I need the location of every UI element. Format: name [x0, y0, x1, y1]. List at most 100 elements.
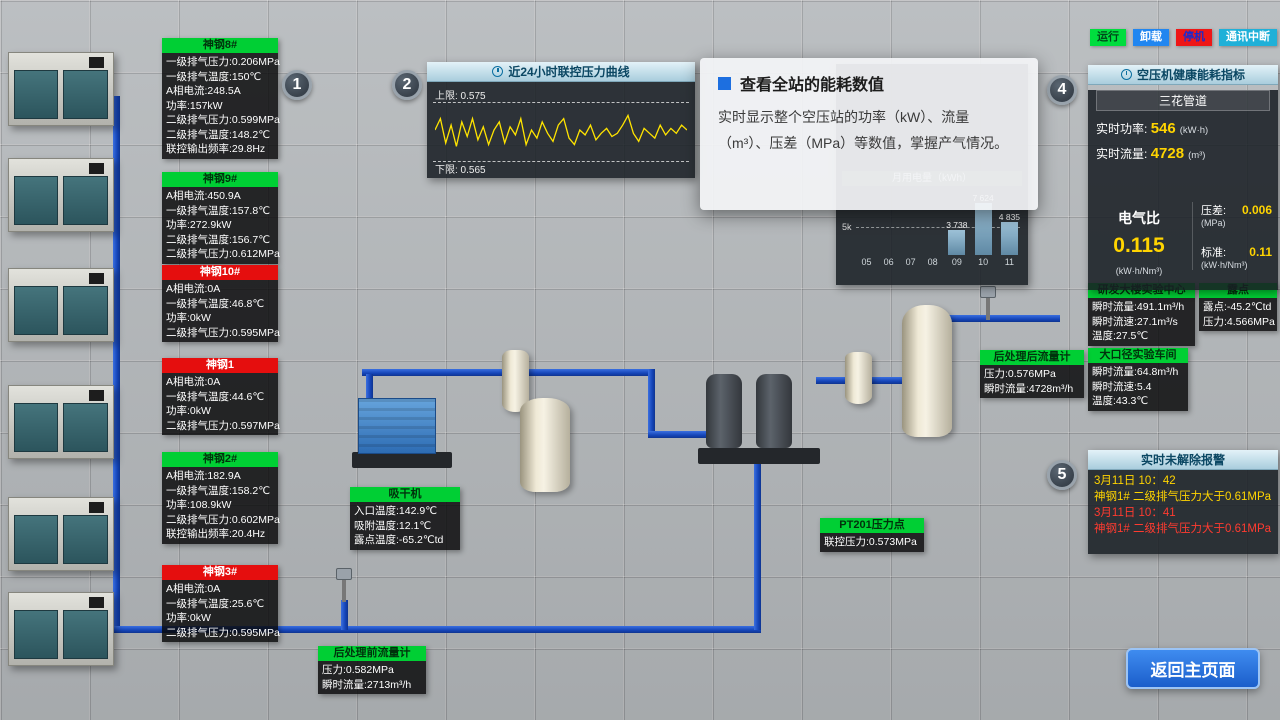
ytick-5k: 5k [842, 222, 852, 232]
ratio-unit: (kW·h/Nm³) [1115, 266, 1163, 276]
vent-icon [88, 163, 104, 175]
legend-通讯中断[interactable]: 通讯中断 [1219, 29, 1277, 46]
dryer-base [352, 452, 452, 468]
panel-title[interactable]: 神钢1 [162, 358, 278, 373]
flow-metric: 露点:-45.2℃td [1203, 301, 1272, 313]
pressure-transmitter-icon [980, 286, 996, 320]
compressor-metric: 一级排气温度:157.8℃ [166, 204, 270, 217]
compressor-metric: 一级排气压力:0.206MPa [166, 56, 280, 68]
panel-title[interactable]: 神钢3# [162, 565, 278, 580]
std-value: 0.11 [1249, 245, 1272, 259]
flow-metric: 瞬时流速:5.4 [1092, 380, 1152, 393]
bar-month-08: 08 [927, 257, 938, 267]
compressor-unit[interactable] [8, 52, 114, 126]
twin-tower-dryer[interactable] [706, 374, 792, 448]
panel-title[interactable]: 神钢2# [162, 452, 278, 467]
clock-icon [1120, 69, 1132, 80]
alarm-panel: 实时未解除报警 3月11日 10：42 神钢1# 二级排气压力大于0.61MPa 3… [1088, 450, 1278, 554]
bar-month-06: 06 [883, 257, 894, 267]
compressor-metric: 一级排气温度:150℃ [166, 70, 262, 83]
alarm-entry[interactable]: 3月11日 10：42 [1094, 475, 1176, 487]
std-label: 标准: [1201, 247, 1227, 259]
flow-value: 4728 [1150, 145, 1185, 162]
alarm-entry[interactable]: 3月11日 10：41 [1094, 507, 1176, 519]
compressor-metric: A相电流:0A [166, 376, 221, 388]
flow-metric: 瞬时流速:27.1m³/s [1092, 315, 1178, 328]
return-home-button[interactable]: 返回主页面 [1126, 648, 1260, 689]
panel-title[interactable]: 神钢9# [162, 172, 278, 187]
lower-limit-label: 下限: 0.565 [435, 165, 486, 176]
panel-title[interactable]: 神钢8# [162, 38, 278, 53]
twin-tower-base [698, 448, 820, 464]
compressor-metric: 功率:0kW [166, 612, 211, 624]
compressor-unit[interactable] [8, 158, 114, 232]
panel-title[interactable]: 神钢10# [162, 265, 278, 280]
compressor-metric: 联控输出频率:29.8Hz [166, 143, 266, 155]
pressure-curve-panel: 近24小时联控压力曲线 上限: 0.575 下限: 0.565 [427, 62, 695, 178]
panel-title[interactable]: 后处理后流量计 [980, 350, 1084, 365]
compressor-metric: A相电流:182.9A [166, 470, 241, 482]
process-metric: 瞬时流量:2713m³/h [322, 678, 412, 691]
compressor-metric: 二级排气温度:148.2℃ [166, 128, 270, 141]
tooltip-body: 实时显示整个空压站的功率（kW）、流量（m³）、压差（MPa）等数值，掌握产气情… [718, 109, 1009, 151]
pipe-segment [366, 374, 373, 402]
adsorption-dryer-unit[interactable] [358, 398, 436, 454]
compressor-metric: 二级排气压力:0.612MPa [166, 248, 280, 260]
compressor-metric: 功率:0kW [166, 405, 211, 417]
legend-卸载[interactable]: 卸载 [1133, 29, 1169, 46]
pipe-segment [754, 460, 761, 630]
step-badge-1: 1 [282, 70, 312, 100]
compressor-metric: 一级排气温度:44.6℃ [166, 390, 265, 403]
air-tank-small-2[interactable] [845, 352, 872, 404]
clock-icon [492, 66, 504, 77]
flow-metric: 压力:4.566MPa [1203, 315, 1275, 328]
step-badge-4: 4 [1047, 75, 1077, 105]
power-unit: (kW·h) [1179, 125, 1209, 136]
vent-icon [88, 273, 104, 285]
panel-title[interactable]: PT201压力点 [820, 518, 924, 533]
panel-title[interactable]: 大口径实验车间 [1088, 348, 1188, 363]
alarm-entry[interactable]: 神钢1# 二级排气压力大于0.61MPa [1094, 491, 1272, 503]
pipe-segment [938, 315, 1060, 322]
pipe-segment [648, 431, 710, 438]
compressor-metric: 功率:0kW [166, 312, 211, 324]
compressor-unit[interactable] [8, 385, 114, 459]
compressor-metric: 二级排气压力:0.602MPa [166, 513, 280, 526]
panel-title[interactable]: 后处理前流量计 [318, 646, 426, 661]
compressor-metric: A相电流:450.9A [166, 190, 241, 202]
vent-icon [88, 390, 104, 402]
compressor-metric: 功率:157kW [166, 99, 223, 112]
diff-label: 压差: [1201, 205, 1227, 217]
panel-title[interactable]: 吸干机 [350, 487, 460, 502]
compressor-metric: 一级排气温度:158.2℃ [166, 484, 270, 497]
compressor-metric: 联控输出频率:20.4Hz [166, 528, 266, 540]
compressor-unit[interactable] [8, 497, 114, 571]
upper-limit-line [433, 102, 689, 103]
legend-停机[interactable]: 停机 [1176, 29, 1212, 46]
process-metric: 压力:0.576MPa [984, 368, 1056, 380]
vent-icon [88, 597, 104, 609]
legend-运行[interactable]: 运行 [1090, 29, 1126, 46]
std-unit: (kW·h/Nm³) [1201, 260, 1248, 270]
tooltip-energy-info: 查看全站的能耗数值 实时显示整个空压站的功率（kW）、流量（m³）、压差（MPa… [700, 58, 1038, 210]
status-legend: 运行卸载停机通讯中断 [1090, 29, 1277, 46]
compressor-unit[interactable] [8, 592, 114, 666]
alarm-entry[interactable]: 神钢1# 二级排气压力大于0.61MPa [1094, 523, 1272, 535]
pipe-segment [113, 96, 120, 632]
pipe-select-dropdown[interactable]: 三花管道 [1096, 90, 1270, 111]
air-tank-large[interactable] [902, 305, 952, 437]
compressor-metric: 一级排气温度:25.6℃ [166, 597, 265, 610]
air-tank-medium[interactable] [520, 398, 570, 492]
compressor-unit[interactable] [8, 268, 114, 342]
alarm-panel-title: 实时未解除报警 [1140, 453, 1225, 467]
compressor-metric: A相电流:248.5A [166, 85, 241, 97]
